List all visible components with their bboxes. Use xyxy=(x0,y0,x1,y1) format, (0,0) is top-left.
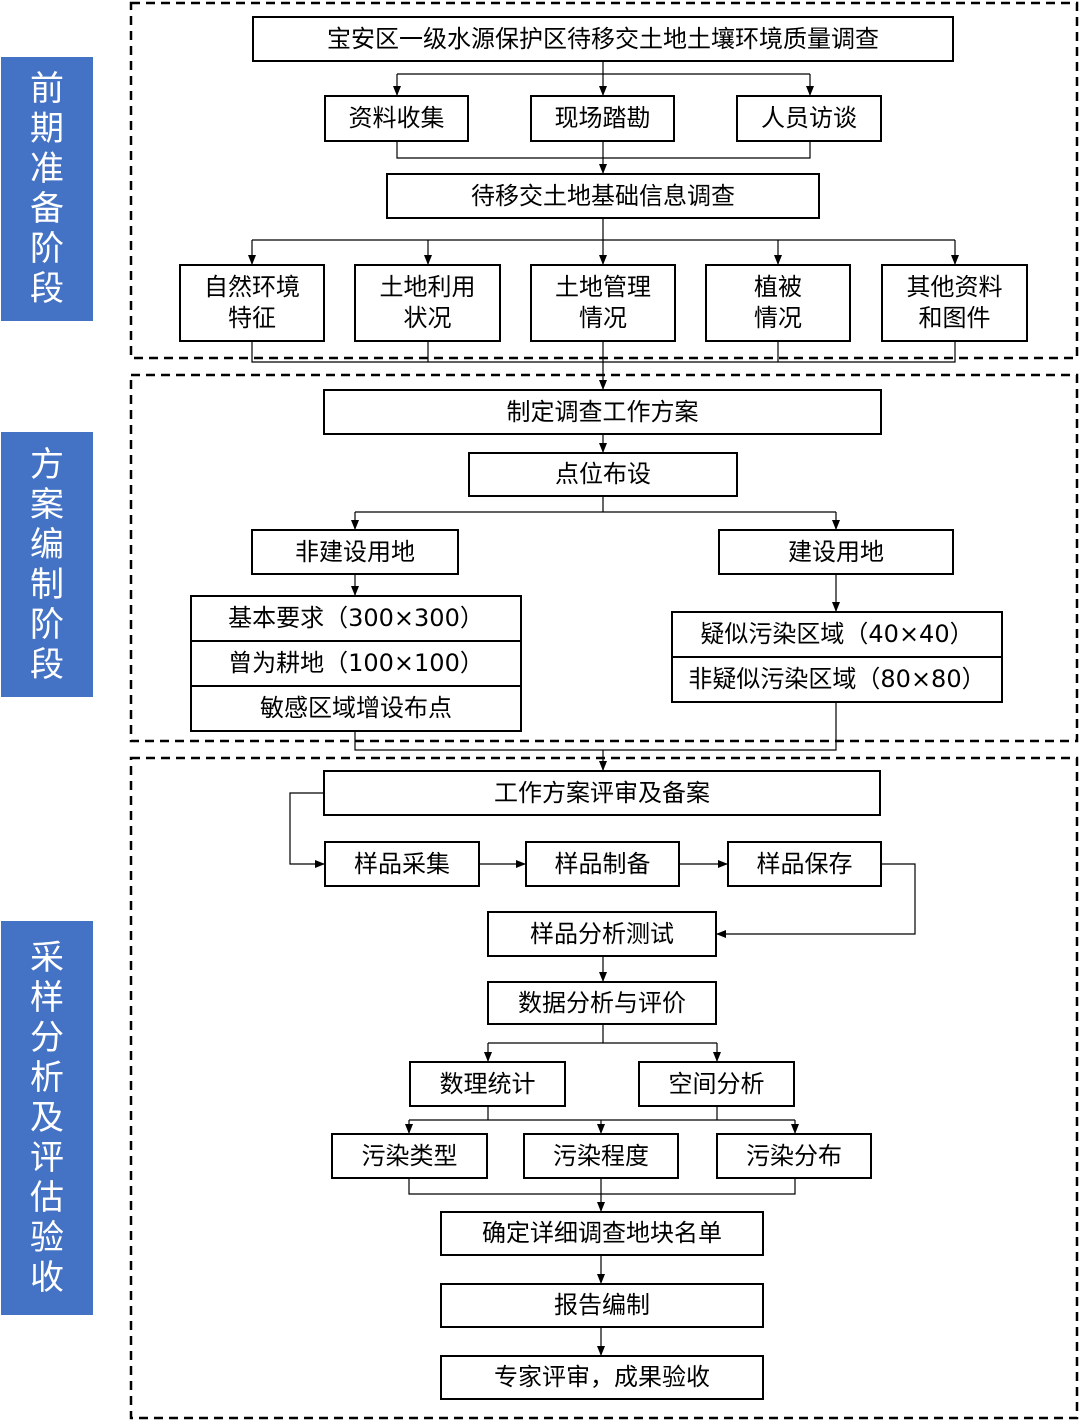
sample-collection-box: 样品采集 xyxy=(324,841,480,887)
construction-box: 建设用地 xyxy=(718,529,954,575)
sample-testing-box: 样品分析测试 xyxy=(487,911,717,957)
other-docs-box: 其他资料 和图件 xyxy=(881,264,1028,342)
pollution-degree-box: 污染程度 xyxy=(523,1133,679,1179)
statistics-box: 数理统计 xyxy=(409,1061,566,1107)
stage-label-plan: 方案编制阶段 xyxy=(1,432,93,697)
arrow xyxy=(716,863,916,938)
natural-env-box: 自然环境 特征 xyxy=(179,264,325,342)
arrow xyxy=(289,792,325,868)
land-use-box: 土地利用 状况 xyxy=(354,264,501,342)
title-box: 宝安区一级水源保护区待移交土地土壤环境质量调查 xyxy=(252,16,954,62)
stage-plan-frame xyxy=(129,373,1079,743)
basic-req-box: 基本要求（300×300） xyxy=(190,595,522,642)
former-farmland-box: 曾为耕地（100×100） xyxy=(190,640,522,687)
sample-preparation-box: 样品制备 xyxy=(525,841,680,887)
suspected-polluted-box: 疑似污染区域（40×40） xyxy=(671,611,1003,658)
stage-prep-frame xyxy=(129,1,1079,360)
stage-label-sampling: 采样分析及评估验收 xyxy=(1,921,93,1315)
work-plan-box: 制定调查工作方案 xyxy=(323,389,882,435)
plan-review-box: 工作方案评审及备案 xyxy=(323,770,881,816)
connector xyxy=(408,1179,796,1195)
pollution-type-box: 污染类型 xyxy=(331,1133,488,1179)
sample-storage-box: 样品保存 xyxy=(727,841,882,887)
data-collection-box: 资料收集 xyxy=(324,95,469,142)
expert-review-box: 专家评审，成果验收 xyxy=(440,1355,764,1400)
pollution-distribution-box: 污染分布 xyxy=(716,1133,872,1179)
point-layout-box: 点位布设 xyxy=(468,452,738,497)
land-mgmt-box: 土地管理 情况 xyxy=(530,264,676,342)
non-construction-box: 非建设用地 xyxy=(251,529,459,575)
stage-label-prep: 前期准备阶段 xyxy=(1,57,93,321)
plot-list-box: 确定详细调查地块名单 xyxy=(440,1211,764,1256)
report-box: 报告编制 xyxy=(440,1283,764,1328)
non-suspected-polluted-box: 非疑似污染区域（80×80） xyxy=(671,656,1003,703)
site-survey-box: 现场踏勘 xyxy=(530,95,675,142)
basic-info-box: 待移交土地基础信息调查 xyxy=(386,173,820,219)
sensitive-area-box: 敏感区域增设布点 xyxy=(190,685,522,732)
stage-sampling-frame xyxy=(129,756,1079,1420)
connector xyxy=(354,703,837,751)
interview-box: 人员访谈 xyxy=(736,95,882,142)
spatial-analysis-box: 空间分析 xyxy=(638,1061,795,1107)
vegetation-box: 植被 情况 xyxy=(705,264,851,342)
data-analysis-box: 数据分析与评价 xyxy=(487,981,717,1025)
